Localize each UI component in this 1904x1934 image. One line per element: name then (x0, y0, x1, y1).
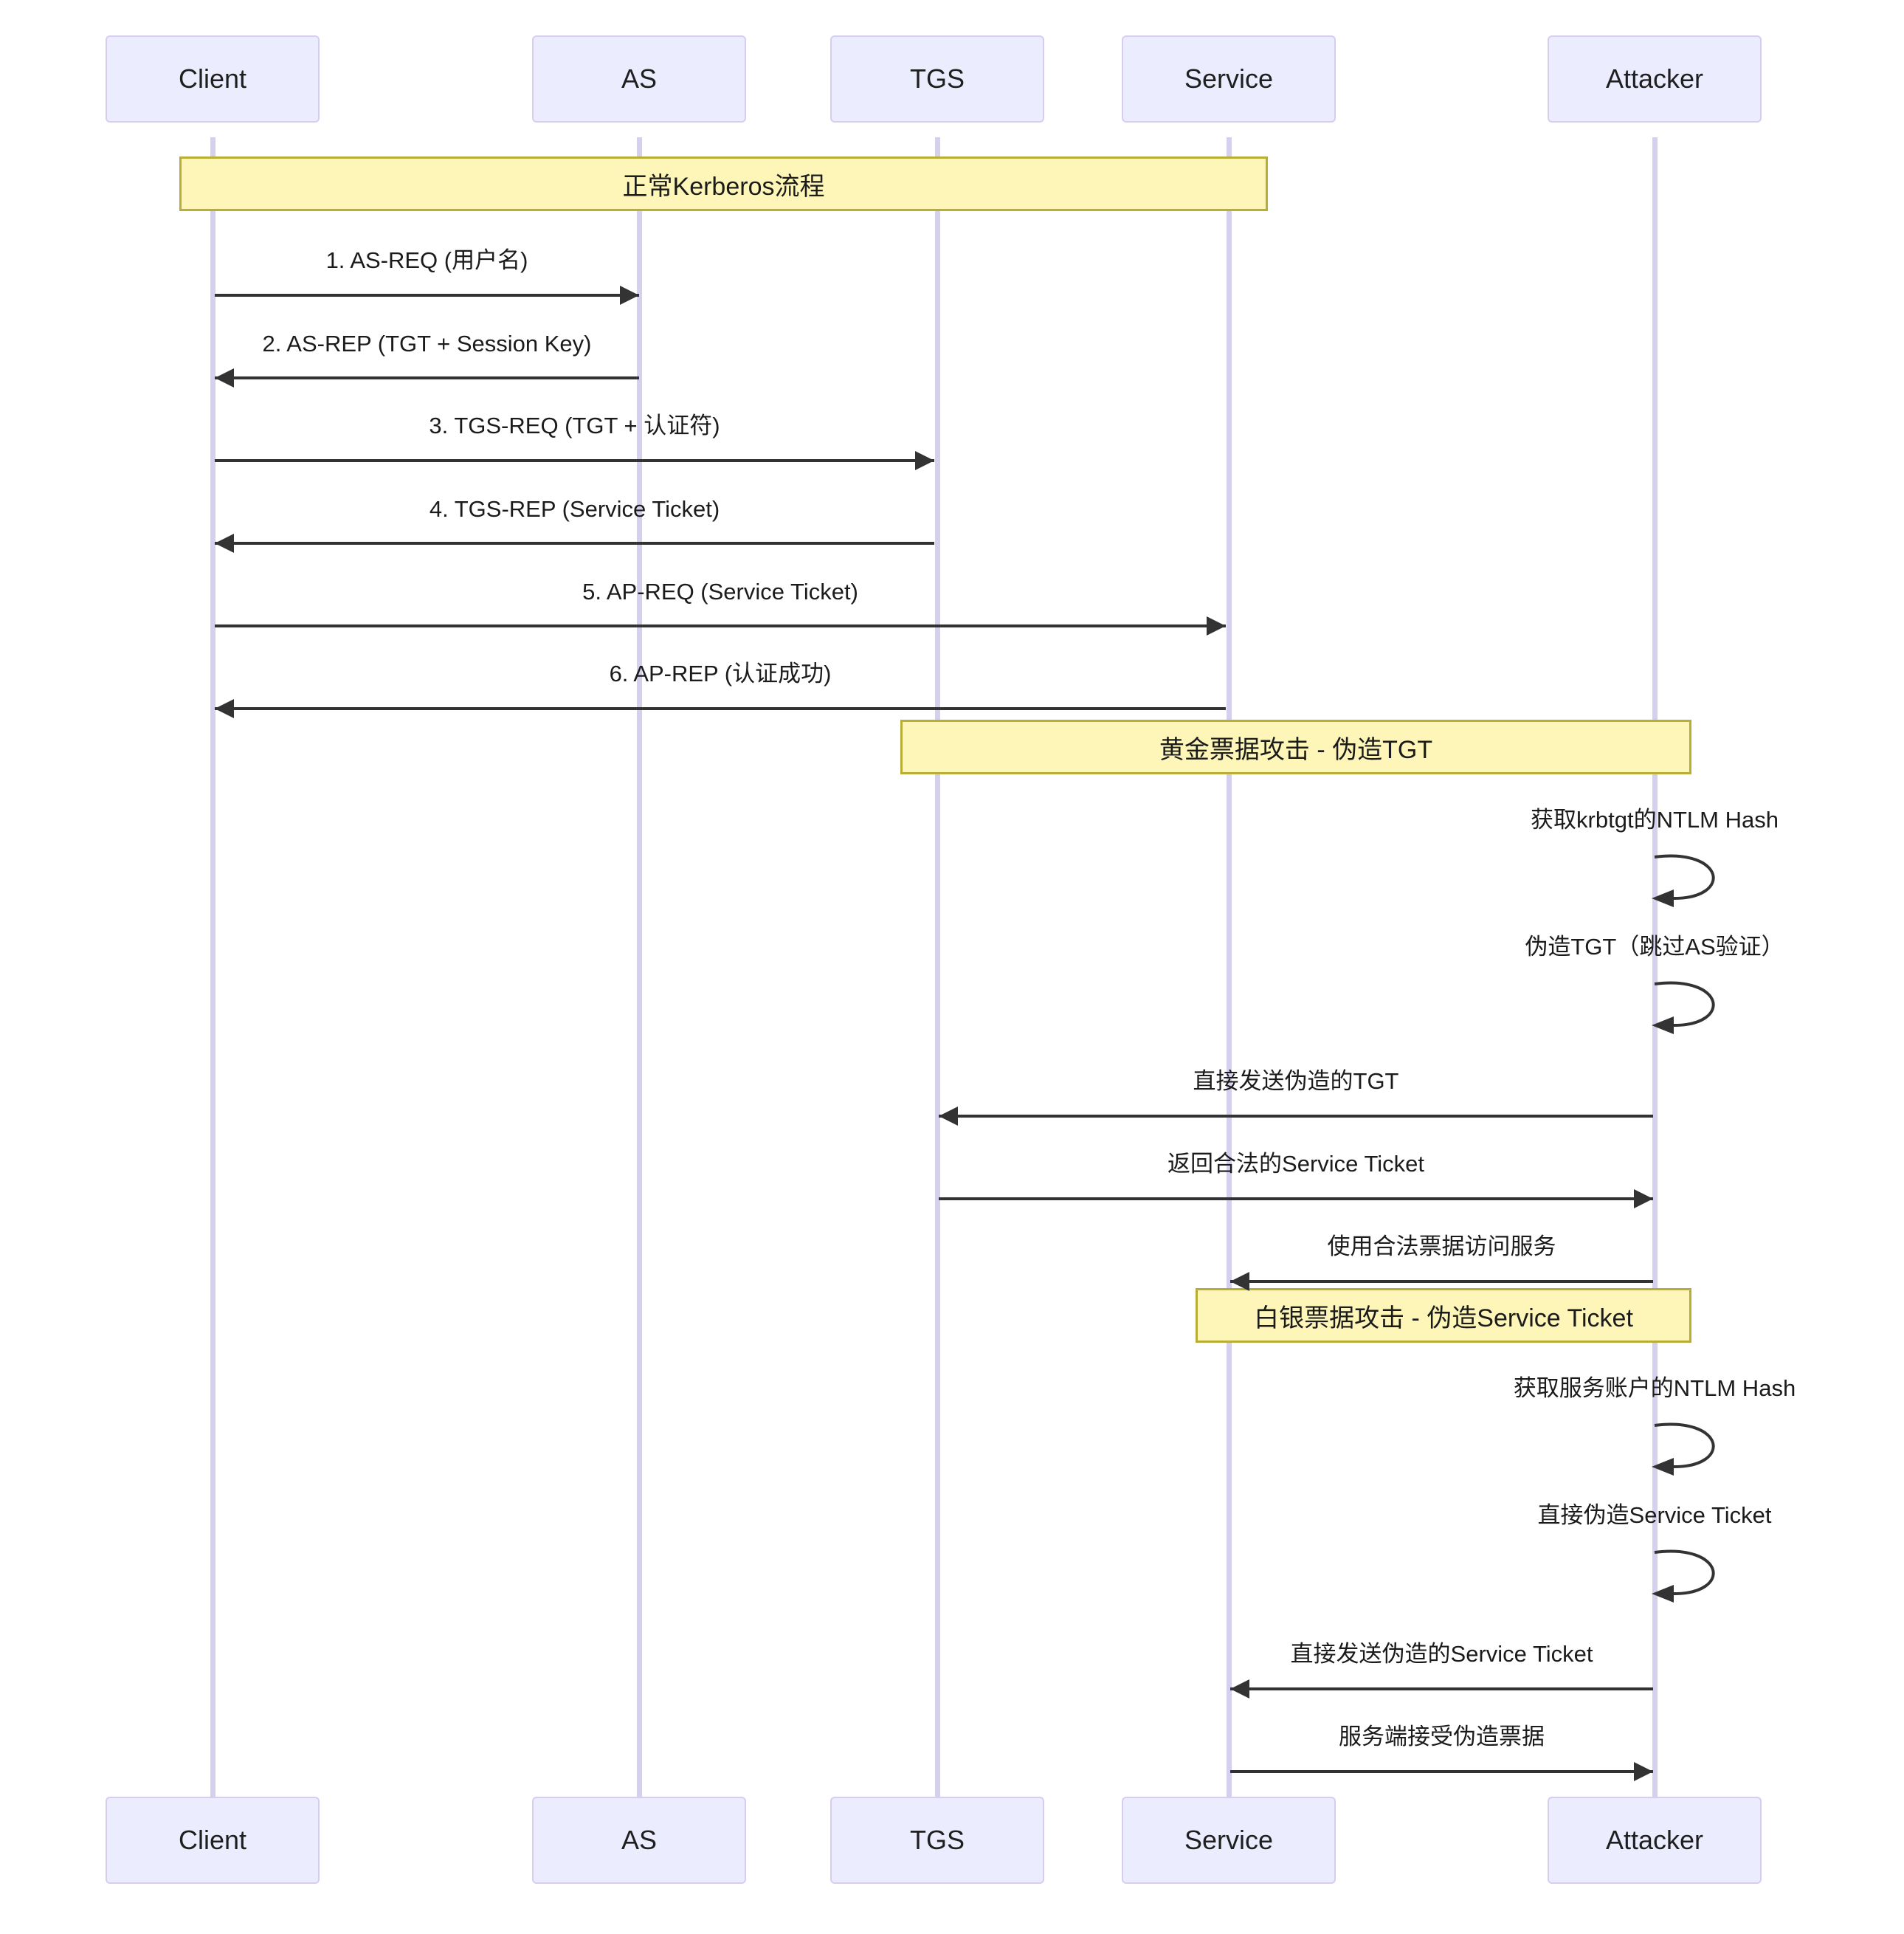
self-2 (1652, 980, 1733, 1039)
participant-label: TGS (909, 63, 965, 94)
arrow-head-left (1230, 1679, 1249, 1699)
participant-attacker-top[interactable]: Attacker (1548, 35, 1762, 123)
message-line (215, 376, 639, 379)
arrow-head-right (620, 286, 639, 305)
participant-client-top[interactable]: Client (106, 35, 320, 123)
note-label: 黄金票据攻击 - 伪造TGT (1159, 735, 1433, 764)
participant-label: Service (1184, 63, 1274, 94)
arrow-head-right (1634, 1762, 1653, 1781)
self-message-label: 直接伪造Service Ticket (1537, 1502, 1772, 1528)
message-line (1230, 1687, 1653, 1690)
participant-label: Client (178, 63, 247, 94)
self-loop-arrow (1652, 1549, 1715, 1603)
note-normal-flow: 正常Kerberos流程 (179, 156, 1268, 211)
lifeline-attacker (1652, 137, 1658, 1797)
participant-label: AS (621, 1825, 658, 1855)
message-label: 直接发送伪造的TGT (1193, 1068, 1399, 1094)
participant-label: Service (1184, 1825, 1274, 1855)
participant-label: TGS (909, 1825, 965, 1855)
note-golden-ticket: 黄金票据攻击 - 伪造TGT (900, 720, 1691, 774)
note-label: 正常Kerberos流程 (622, 172, 825, 201)
participant-label: Client (178, 1825, 247, 1855)
participant-service-top[interactable]: Service (1122, 35, 1336, 123)
message-label: 使用合法票据访问服务 (1327, 1233, 1556, 1259)
participant-service-bottom[interactable]: Service (1122, 1797, 1336, 1884)
arrow-head-left (939, 1107, 958, 1126)
message-line (1230, 1280, 1653, 1283)
message-label: 3. TGS-REQ (TGT + 认证符) (429, 413, 720, 438)
message-line (939, 1197, 1653, 1200)
participant-client-bottom[interactable]: Client (106, 1797, 320, 1884)
self-3 (1652, 1421, 1733, 1480)
self-message-label: 伪造TGT（跳过AS验证） (1525, 934, 1784, 960)
message-line (215, 707, 1226, 710)
self-message-label: 获取krbtgt的NTLM Hash (1531, 807, 1779, 833)
message-label: 1. AS-REQ (用户名) (325, 247, 528, 273)
arrow-head-right (1634, 1189, 1653, 1208)
participant-label: AS (621, 63, 658, 94)
message-label: 6. AP-REP (认证成功) (609, 661, 832, 686)
message-line (1230, 1770, 1653, 1773)
message-label: 直接发送伪造的Service Ticket (1290, 1641, 1593, 1667)
participant-label: Attacker (1605, 1825, 1704, 1855)
participant-label: Attacker (1605, 63, 1704, 94)
note-label: 白银票据攻击 - 伪造Service Ticket (1254, 1304, 1633, 1332)
lifeline-client (210, 137, 215, 1797)
self-1 (1652, 853, 1733, 912)
arrow-head-right (915, 451, 934, 470)
lifeline-tgs (935, 137, 940, 1797)
message-label: 返回合法的Service Ticket (1167, 1151, 1424, 1177)
participant-as-bottom[interactable]: AS (532, 1797, 746, 1884)
self-loop-arrow (1652, 1422, 1715, 1476)
message-label: 服务端接受伪造票据 (1339, 1724, 1545, 1749)
message-label: 2. AS-REP (TGT + Session Key) (262, 331, 592, 357)
message-label: 4. TGS-REP (Service Ticket) (429, 496, 720, 522)
arrow-head-left (215, 699, 234, 718)
message-line (939, 1115, 1653, 1118)
lifeline-service (1227, 137, 1232, 1797)
arrow-head-left (215, 534, 234, 553)
self-loop-arrow (1652, 981, 1715, 1034)
arrow-head-left (1230, 1272, 1249, 1291)
participant-as-top[interactable]: AS (532, 35, 746, 123)
message-line (215, 542, 934, 545)
lifeline-as (637, 137, 642, 1797)
note-silver-ticket: 白银票据攻击 - 伪造Service Ticket (1196, 1288, 1691, 1343)
participant-tgs-bottom[interactable]: TGS (830, 1797, 1044, 1884)
self-loop-arrow (1652, 854, 1715, 907)
message-line (215, 459, 934, 462)
message-line (215, 624, 1226, 627)
participant-tgs-top[interactable]: TGS (830, 35, 1044, 123)
self-4 (1652, 1548, 1733, 1607)
self-message-label: 获取服务账户的NTLM Hash (1513, 1375, 1796, 1401)
arrow-head-left (215, 368, 234, 388)
participant-attacker-bottom[interactable]: Attacker (1548, 1797, 1762, 1884)
message-label: 5. AP-REQ (Service Ticket) (582, 579, 858, 605)
arrow-head-right (1207, 616, 1226, 636)
message-line (215, 294, 639, 297)
